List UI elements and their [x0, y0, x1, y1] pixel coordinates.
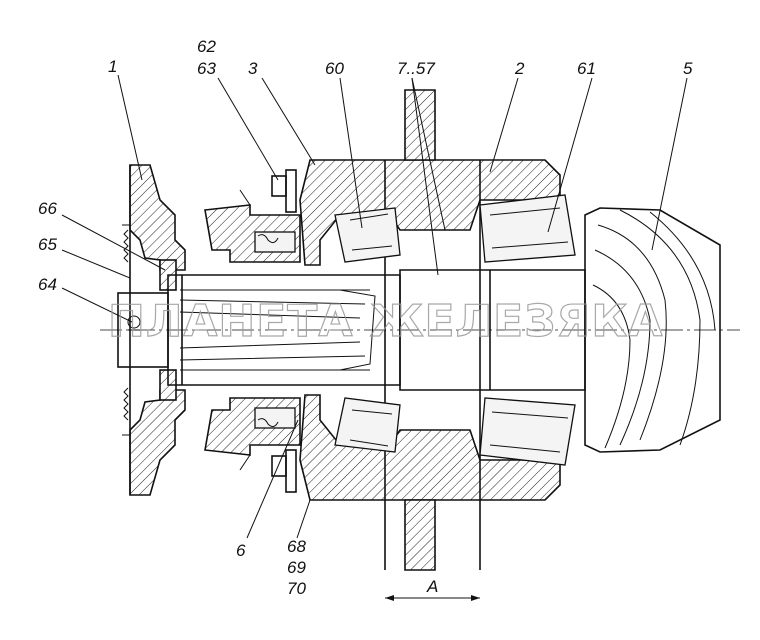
callout-63: 63 — [197, 59, 216, 78]
bevel-gear-part-5 — [584, 207, 721, 453]
callout-5: 5 — [683, 59, 693, 78]
callout-70: 70 — [287, 579, 306, 598]
callout-3: 3 — [248, 59, 258, 78]
callout-69: 69 — [287, 558, 306, 577]
bearing-60 — [334, 207, 401, 453]
watermark-text: ПЛАНЕТА ЖЕЛЕЗЯКА — [108, 296, 663, 347]
splined-shaft — [167, 269, 586, 391]
callout-7-57: 7..57 — [397, 59, 435, 78]
housing-part-2 — [271, 89, 561, 571]
bearing-61 — [479, 194, 576, 466]
dimension-a-label: A — [426, 577, 438, 596]
callout-65: 65 — [38, 235, 57, 254]
seal-cover — [204, 189, 301, 471]
callout-6: 6 — [236, 541, 246, 560]
callout-68: 68 — [287, 537, 306, 556]
callout-1: 1 — [108, 57, 117, 76]
callout-60: 60 — [325, 59, 344, 78]
callout-66: 66 — [38, 199, 57, 218]
callout-61: 61 — [577, 59, 596, 78]
callout-62: 62 — [197, 37, 216, 56]
flange-part-1 — [122, 164, 186, 496]
dimension-a: A — [385, 577, 480, 601]
leader-lines — [61, 74, 688, 539]
callout-64: 64 — [38, 275, 57, 294]
callout-2: 2 — [514, 59, 525, 78]
